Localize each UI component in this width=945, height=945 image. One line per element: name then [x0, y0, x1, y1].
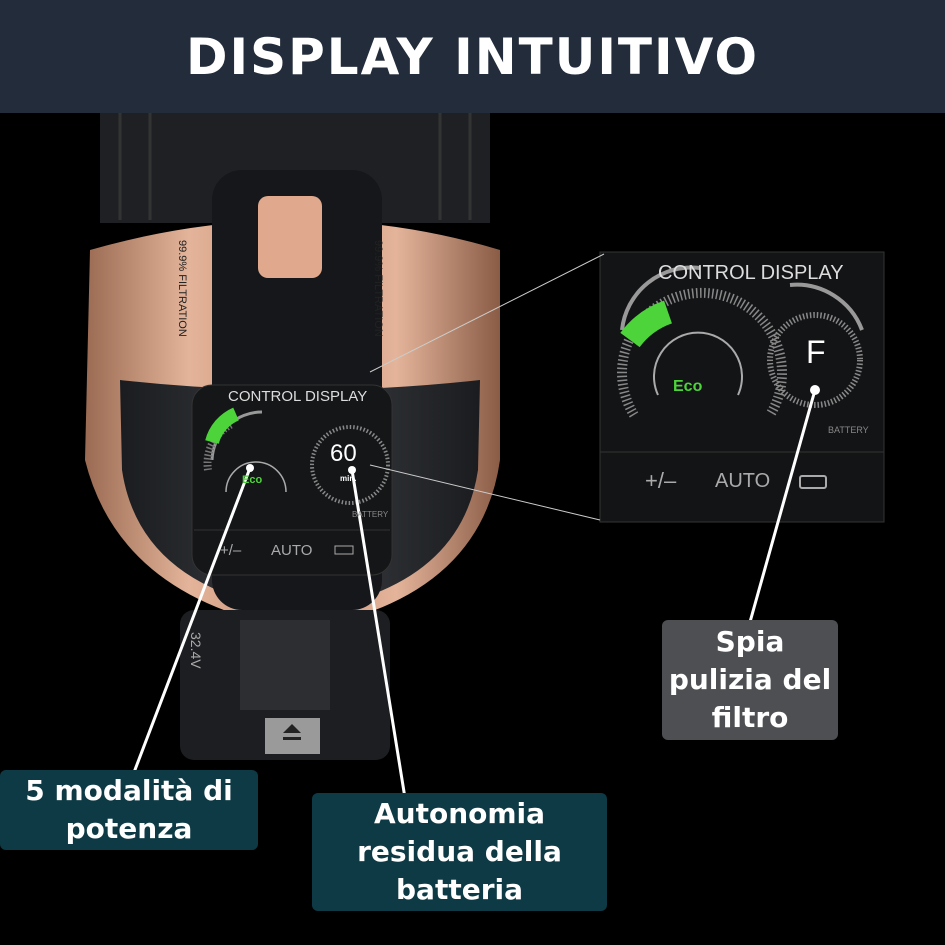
battery-label: BATTERY	[828, 425, 869, 435]
callout-text: 5 modalità di potenza	[25, 774, 233, 845]
runtime-value: 60	[330, 440, 357, 467]
header-banner: DISPLAY INTUITIVO	[0, 0, 945, 113]
filtration-label: 99.9% FILTRATION	[372, 240, 384, 337]
runtime-unit: min.	[340, 474, 357, 483]
eject-icon	[283, 724, 301, 740]
auto-button[interactable]: AUTO	[271, 542, 313, 559]
battery-icon	[799, 475, 827, 489]
power-button[interactable]: +/–	[220, 542, 242, 559]
callout-battery-runtime: Autonomia residua della batteria	[312, 793, 607, 911]
auto-button[interactable]: AUTO	[715, 470, 771, 492]
power-button[interactable]: +/–	[645, 468, 677, 493]
filtration-label: 99.9% FILTRATION	[176, 240, 188, 337]
display-title: CONTROL DISPLAY	[658, 262, 844, 284]
callout-text: Spia pulizia del filtro	[668, 625, 832, 734]
display-title: CONTROL DISPLAY	[228, 388, 368, 405]
callout-text: Autonomia residua della batteria	[357, 797, 562, 906]
release-button	[258, 196, 322, 278]
mode-label: Eco	[242, 474, 263, 486]
mode-label: Eco	[673, 378, 703, 395]
page-title: DISPLAY INTUITIVO	[186, 27, 759, 86]
callout-filter-light: Spia pulizia del filtro	[662, 620, 838, 740]
battery-label: BATTERY	[352, 510, 389, 519]
battery-icon	[334, 545, 354, 555]
voltage-label: 32.4V	[188, 632, 204, 669]
control-display-small	[191, 384, 393, 576]
filter-indicator: F	[806, 334, 826, 370]
callout-power-modes: 5 modalità di potenza	[0, 770, 258, 850]
eject-button	[265, 718, 320, 754]
